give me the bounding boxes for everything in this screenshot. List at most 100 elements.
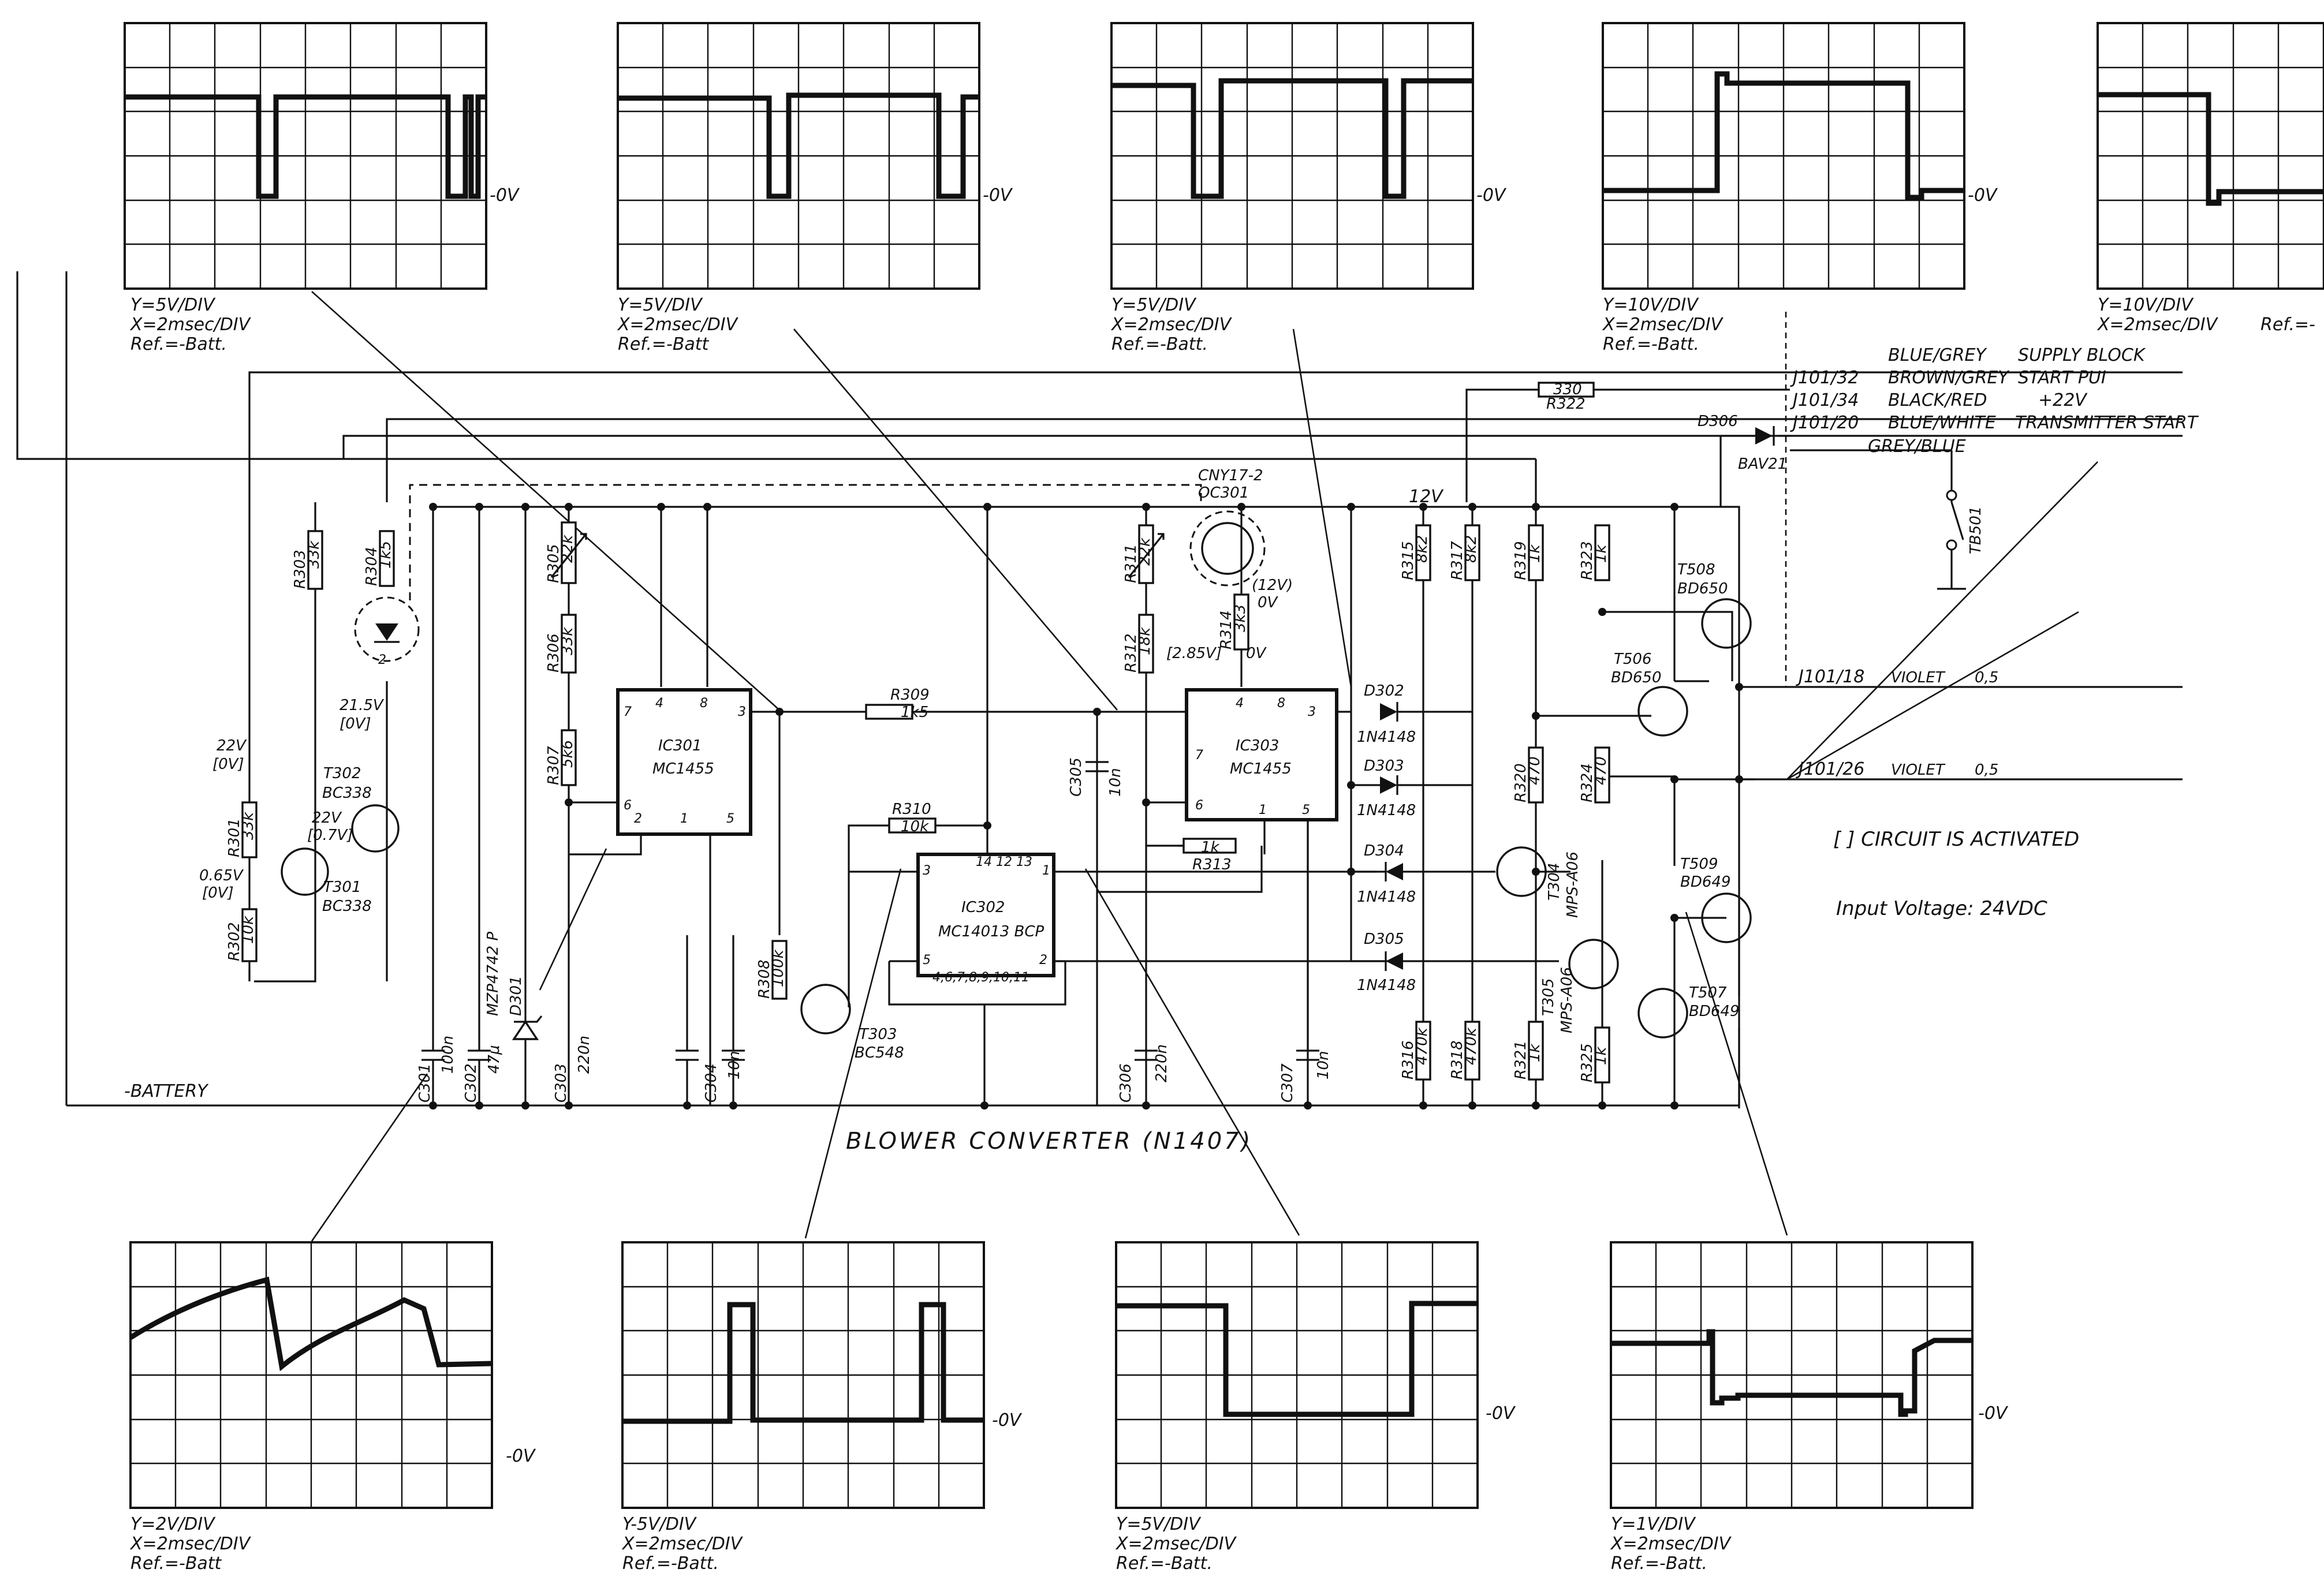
c303-ref: C303 xyxy=(553,1063,570,1103)
scope-2: -0V Y=5V/DIV X=2msec/DIV Ref.=-Batt xyxy=(617,22,1013,354)
connector-legend: BLUE/GREY SUPPLY BLOCK J101/32 BROWN/GRE… xyxy=(1790,345,2199,779)
t507-ref: T507 xyxy=(1689,984,1727,1002)
d306-ref: D306 xyxy=(1698,413,1738,430)
c305-ref: C305 xyxy=(1068,757,1085,797)
scope-1-x: X=2msec/DIV xyxy=(129,315,252,335)
r303-ref: R303 xyxy=(292,550,309,589)
ic302-pin-1: 1 xyxy=(1042,864,1050,878)
note-activated: [ ] CIRCUIT IS ACTIVATED xyxy=(1833,828,2079,851)
conn-1-color: BROWN/GREY xyxy=(1888,368,2010,388)
ic301-ref: IC301 xyxy=(658,737,702,754)
ic301-pin-3: 3 xyxy=(738,705,746,719)
ic301-pin-6: 6 xyxy=(624,798,632,813)
r324-val: 470 xyxy=(1592,756,1610,785)
scope-1-y: Y=5V/DIV xyxy=(130,295,216,315)
t507-val: BD649 xyxy=(1689,1003,1739,1020)
r319-ref: R319 xyxy=(1512,541,1530,580)
r305-val: 22k xyxy=(559,535,576,563)
r309-val: 1k5 xyxy=(901,704,928,721)
t509-ref: T509 xyxy=(1680,856,1718,873)
r321-val: 1k xyxy=(1526,1043,1543,1062)
scope-3-zero: -0V xyxy=(1476,185,1507,206)
t303-val: BC548 xyxy=(855,1044,904,1062)
r307-ref: R307 xyxy=(545,746,562,785)
r315-val: 8k2 xyxy=(1413,535,1431,563)
capacitors: C301 100n C302 47μ C303 220n C304 10n C3… xyxy=(416,507,1332,1105)
r304-val: 1k5 xyxy=(377,541,394,569)
scope-9-x: X=2msec/DIV xyxy=(1610,1534,1732,1554)
scope-6-zero: -0V xyxy=(506,1446,536,1466)
conn-0-func: SUPPLY BLOCK xyxy=(2018,345,2146,365)
out-0-pin: J101/18 xyxy=(1796,667,1864,687)
d303-ref: D303 xyxy=(1364,757,1404,775)
scope-4: -0V Y=10V/DIV X=2msec/DIV Ref.=-Batt. xyxy=(1602,22,1998,354)
t302-val: BC338 xyxy=(322,785,372,802)
scope-5-y: Y=10V/DIV xyxy=(2098,295,2194,315)
resistors xyxy=(241,382,1610,1084)
rail-12v: 12V xyxy=(1409,487,1444,507)
r322-val: 330 xyxy=(1553,381,1582,398)
scope-8-y: Y=5V/DIV xyxy=(1116,1514,1202,1534)
d304-val: 1N4148 xyxy=(1357,888,1416,906)
ic303-pin-8: 8 xyxy=(1277,696,1285,711)
r322-ref: R322 xyxy=(1546,395,1586,413)
t506-val: BD650 xyxy=(1611,669,1661,686)
r302-val: 10k xyxy=(240,916,257,944)
c303-val: 220n xyxy=(576,1036,593,1074)
transistors xyxy=(281,510,1752,1039)
r321-ref: R321 xyxy=(1512,1040,1530,1080)
scope-1-ref: Ref.=-Batt. xyxy=(130,334,227,354)
t509-val: BD649 xyxy=(1680,873,1730,891)
diodes: D301 MZP4742 P D302 1N4148 D303 1N4148 D… xyxy=(354,413,1787,1105)
scope-8-x: X=2msec/DIV xyxy=(1115,1534,1237,1554)
scope-5: Y=10V/DIV X=2msec/DIV Ref.=- xyxy=(2097,22,2324,335)
r306-val: 33k xyxy=(559,627,576,655)
v3: 0.65V xyxy=(199,867,244,884)
v2: 22V xyxy=(312,809,342,827)
conn-3-func: TRANSMITTER START xyxy=(2015,413,2199,433)
c307-ref: C307 xyxy=(1279,1063,1296,1103)
r310-ref: R310 xyxy=(892,801,931,818)
v1b: [0V] xyxy=(212,756,244,773)
t302-ref: T302 xyxy=(323,765,361,782)
r312-ref: R312 xyxy=(1122,633,1140,673)
conn-2-func: +22V xyxy=(2038,390,2088,410)
diagram-title: BLOWER CONVERTER (N1407) xyxy=(846,1128,1252,1155)
r301-val: 33k xyxy=(240,812,257,840)
r314-ref: R314 xyxy=(1218,610,1235,649)
scope-9-ref: Ref.=-Batt. xyxy=(1611,1553,1707,1574)
conn-3-color: BLUE/WHITE xyxy=(1888,413,1996,433)
c304-ref: C304 xyxy=(703,1063,720,1103)
r316-ref: R316 xyxy=(1400,1040,1417,1080)
r308-val: 100k xyxy=(770,949,787,987)
ic302-pin-2: 2 xyxy=(1039,953,1047,968)
scope-8-zero: -0V xyxy=(1486,1403,1516,1424)
r313-ref: R313 xyxy=(1192,856,1232,873)
v1: 22V xyxy=(217,737,247,754)
ic301-pin-2: 2 xyxy=(634,812,642,826)
r315-ref: R315 xyxy=(1400,541,1417,580)
r320-ref: R320 xyxy=(1512,763,1530,802)
r311-ref: R311 xyxy=(1122,544,1140,583)
t508-ref: T508 xyxy=(1677,561,1715,578)
v6: 0V xyxy=(1246,645,1267,662)
t301-val: BC338 xyxy=(322,898,372,915)
t506-ref: T506 xyxy=(1614,651,1652,668)
c306-ref: C306 xyxy=(1117,1063,1135,1103)
r303-val: 33k xyxy=(305,540,323,569)
r302-ref: R302 xyxy=(226,922,243,961)
ic302-pin-3: 3 xyxy=(923,864,931,878)
c301-val: 100n xyxy=(439,1036,457,1074)
conn-1-func: START PUI xyxy=(2018,368,2106,388)
scope-7-ref: Ref.=-Batt. xyxy=(622,1553,719,1574)
r323-val: 1k xyxy=(1592,544,1610,563)
d302-val: 1N4148 xyxy=(1357,729,1416,746)
conn-4-color: GREY/BLUE xyxy=(1868,436,1966,457)
d302-ref: D302 xyxy=(1364,682,1404,700)
r304-ref: R304 xyxy=(363,547,381,586)
wiring xyxy=(16,271,2183,1108)
battery-label: -BATTERY xyxy=(124,1081,209,1101)
ic303-type: MC1455 xyxy=(1230,760,1292,778)
scope-1: -0V Y=5V/DIV X=2msec/DIV Ref.=-Batt. xyxy=(124,22,520,354)
